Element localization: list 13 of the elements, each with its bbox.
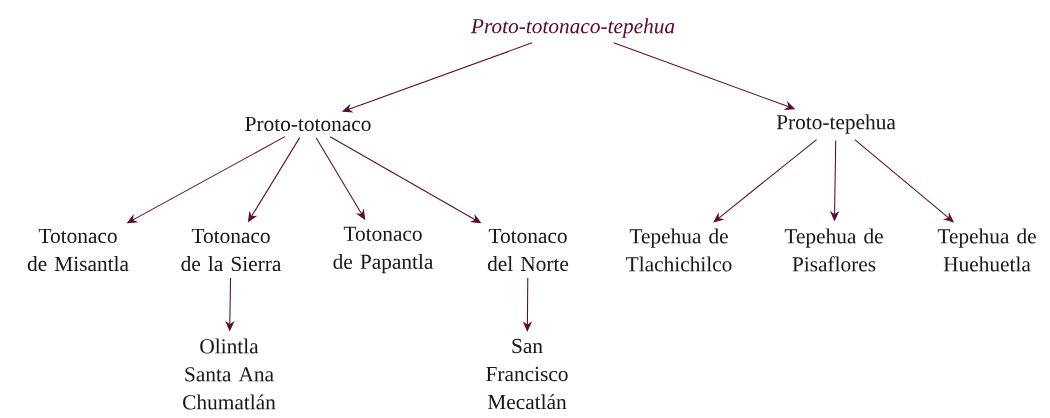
root-language-label: Proto-totonaco-tepehua [470,18,675,38]
language-label: Proto-totonaco [245,116,371,132]
language-label: Proto-tepehua [776,114,896,134]
language-label: San Francisco Mecatlán [486,338,568,410]
language-label: Totonaco de la Sierra [181,228,282,272]
language-label: Tepehua de Pisaflores [784,228,883,272]
language-label: Totonaco de Papantla [333,226,434,274]
arrow [713,139,818,223]
language-label: Totonaco de Misantla [27,228,129,272]
language-label: Olintla Santa Ana Chumatlán [183,338,276,410]
language-label: Tepehua de Huehuetla [937,228,1036,272]
language-label: Totonaco del Norte [487,228,569,272]
language-label: Tepehua de Tlachichilco [626,228,732,272]
